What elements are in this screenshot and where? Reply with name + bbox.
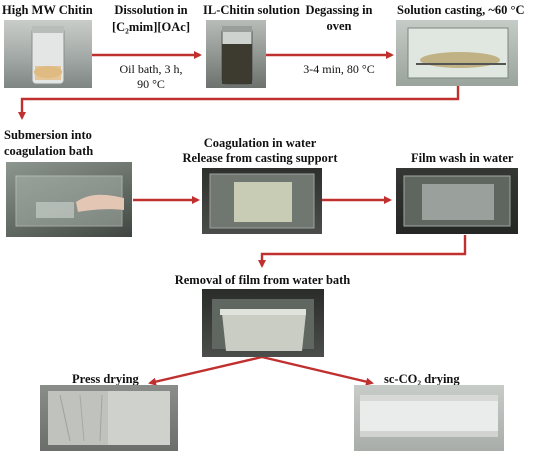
coagulated-film-photo (202, 168, 322, 234)
coagulation-bath-photo (6, 162, 132, 237)
degassing-label-1: Degassing in (305, 3, 373, 17)
degassing-condition: 3-4 min, 80 °C (303, 62, 375, 76)
sc-drying-label: sc-CO₂ drying (384, 372, 460, 386)
chitin-vial-photo (4, 20, 92, 88)
wash-label: Film wash in water (411, 151, 514, 165)
film-wash-photo (396, 168, 518, 234)
press-drying-label: Press drying (72, 372, 139, 386)
solution-casting-photo (396, 20, 518, 86)
chitin-label: High MW Chitin (2, 3, 93, 17)
removal-label: Removal of film from water bath (174, 273, 351, 287)
arrow-removal-to-sc (261, 355, 374, 386)
arrow-removal-to-press (148, 355, 263, 386)
casting-label: Solution casting, ~60 °C (397, 3, 525, 17)
arrow-wash-to-removal (258, 235, 467, 268)
submersion-label-1: Submersion into (4, 128, 92, 142)
arrow-casting-to-submersion (18, 86, 460, 120)
coagulation-label-2: Release from casting support (182, 151, 338, 165)
dissolution-label-1: Dissolution in (114, 3, 188, 17)
il-solution-label: IL-Chitin solution (203, 3, 300, 17)
pressed-film-photo (40, 385, 178, 451)
degassing-label-2: oven (326, 19, 352, 33)
dissolution-condition-2: 90 °C (137, 77, 165, 91)
submersion-label-2: coagulation bath (4, 144, 94, 158)
il-chitin-vial-photo (206, 20, 266, 88)
dissolution-condition-1: Oil bath, 3 h, (119, 62, 183, 76)
coagulation-label-1: Coagulation in water (203, 136, 317, 150)
aerogel-film-photo (354, 385, 504, 451)
dissolution-label-2: [C₂mim][OAc] (111, 20, 191, 34)
film-removal-photo (202, 289, 324, 357)
